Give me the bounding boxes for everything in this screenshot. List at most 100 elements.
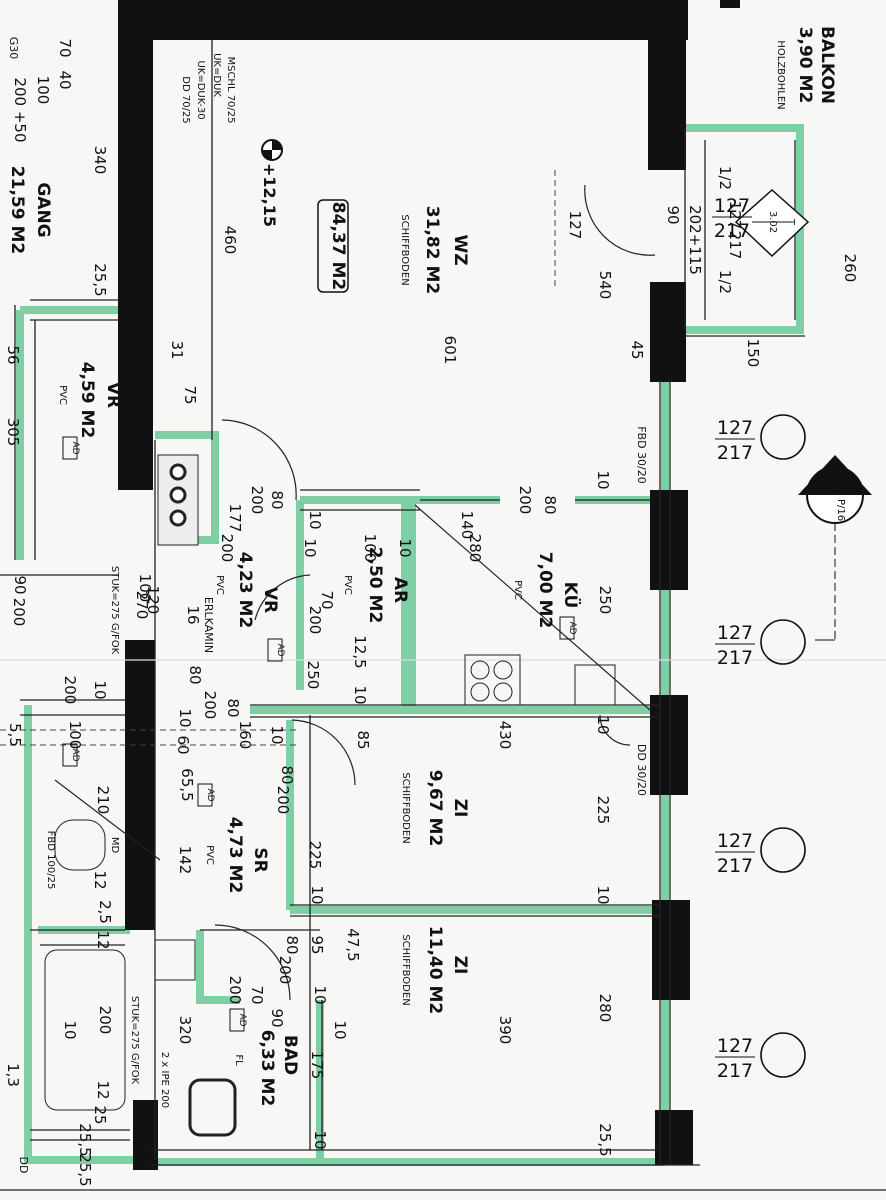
dimension-d47_5: 47,5 — [344, 928, 362, 961]
dimension-d540: 540 — [596, 271, 614, 300]
bath-fixtures — [44, 819, 237, 1137]
chimney — [157, 454, 199, 546]
dimension-d100a: 100 — [361, 534, 379, 563]
total-area-box — [317, 199, 349, 293]
dimension-d340: 340 — [91, 146, 109, 175]
ad-badge-frame — [62, 436, 78, 460]
ad-badge-5: AD — [567, 621, 577, 634]
dimension-d80f: 80 — [283, 935, 301, 954]
room-area-balkon: 3,90 M2 — [795, 27, 815, 104]
window-size-h: 217 — [714, 220, 750, 242]
window-size-h: 217 — [717, 855, 753, 877]
dimension-d140: 140 — [458, 511, 476, 540]
dimension-d80e: 80 — [278, 765, 296, 784]
ad-badge-1: AD — [70, 748, 80, 761]
dimension-d390: 390 — [496, 1016, 514, 1045]
dimension-d10e: 10 — [351, 685, 369, 704]
stove — [464, 654, 616, 706]
dimension-d10f: 10 — [268, 725, 286, 744]
dimension-d200b: 200 — [218, 534, 236, 563]
dimension-d12_5: 12,5 — [351, 635, 369, 668]
section-marker — [798, 455, 872, 641]
dimension-d70b: 70 — [248, 985, 266, 1004]
note-dd: DD 70/25 — [180, 76, 191, 123]
dimension-d90: 90 — [664, 205, 682, 224]
dimension-d90b: 90 — [268, 1008, 286, 1027]
room-name-wz: WZ — [450, 234, 470, 265]
window-size-w: 127 — [717, 1035, 753, 1057]
ad-badge-frame — [62, 743, 78, 767]
room-area-ar: 2,50 M2 — [365, 547, 385, 624]
dimension-d25c: 25 — [91, 1105, 109, 1124]
window-markers — [760, 414, 806, 1078]
dimension-d200h: 200 — [226, 976, 244, 1005]
dimension-d12b: 1/2 — [716, 270, 734, 294]
room-floor-balkon: HOLZBOHLEN — [775, 40, 786, 109]
room-floor-zi1: SCHIFFBODEN — [400, 772, 411, 843]
dimension-d10a: 10 — [396, 538, 414, 557]
dimension-d10g: 10 — [594, 715, 612, 734]
room-floor-vr2: PVC — [57, 385, 68, 405]
dimension-d200k: 200 — [96, 1006, 114, 1035]
dimension-d25_5c: 25,5 — [91, 263, 109, 296]
dimension-d12_5b: 2,5 — [96, 900, 114, 924]
window-size-w: 127 — [717, 830, 753, 852]
dimension-d200j: 200 — [61, 676, 79, 705]
note-fbd30: FBD 30/20 — [635, 426, 648, 484]
dimension-d210: 210 — [94, 786, 112, 815]
dimension-d12a: 1/2 — [716, 166, 734, 190]
dimension-d10n: 10 — [61, 1020, 79, 1039]
dimension-d10o: 10 — [176, 708, 194, 727]
dimension-d100c: 100 — [201, 6, 219, 35]
ad-badge-3: AD — [237, 1013, 247, 1026]
room-floor-zi2: SCHIFFBODEN — [400, 934, 411, 1005]
dimension-d12a2: 12 — [91, 870, 109, 889]
note-md: MD — [109, 837, 120, 854]
dimension-d70c: 70 — [56, 38, 74, 57]
window-size-w: 127 — [717, 417, 753, 439]
dimension-d200_50: 200 +50 — [11, 77, 29, 142]
room-name-gang: GANG — [33, 182, 53, 237]
section-letter: C — [831, 483, 847, 493]
section-sheet: P/16 — [835, 499, 846, 521]
load-bearing-walls — [118, 0, 740, 1170]
window-tag — [734, 188, 810, 258]
ad-badge-frame — [267, 638, 283, 662]
room-area-sr: 4,73 M2 — [225, 817, 245, 894]
dimension-d80a: 80 — [268, 490, 286, 509]
dimension-d127: 127 — [566, 211, 584, 240]
window-tag-number: 3.02 — [767, 211, 778, 233]
dimension-d270: 270 — [133, 591, 151, 620]
dimension-d80c: 80 — [186, 665, 204, 684]
window-size-w: 127 — [717, 622, 753, 644]
dimension-d12b2: 12 — [94, 930, 112, 949]
room-floor-sr: PVC — [204, 845, 215, 865]
dimension-d250b: 250 — [304, 661, 322, 690]
room-area-vr1: 4,23 M2 — [235, 552, 255, 629]
dimension-d280a: 280 — [466, 534, 484, 563]
door-swings — [54, 184, 656, 1001]
note-ukduk30: UK=DUK-30 — [195, 60, 206, 119]
room-area-wz: 31,82 M2 — [422, 206, 442, 294]
dimension-d40: 40 — [56, 70, 74, 89]
room-name-zi1: ZI — [450, 799, 470, 818]
window-size-h: 217 — [717, 1060, 753, 1082]
room-name-ku: KÜ — [560, 582, 582, 609]
dimension-d10m: 10 — [91, 680, 109, 699]
note-mschl: MSCHL 70/25 — [225, 56, 236, 123]
dimension-d25_5b: 25,5 — [76, 1123, 94, 1156]
room-name-vr1: VR — [260, 587, 280, 613]
dimension-d31: 31 — [168, 340, 186, 359]
room-area-zi2: 11,40 M2 — [425, 926, 445, 1014]
dimension-d202: 202+115 — [686, 205, 704, 275]
thin-walls — [0, 40, 886, 1191]
ad-badge-frame — [229, 1008, 245, 1032]
dimension-d85: 85 — [354, 730, 372, 749]
dimension-d177: 177 — [226, 504, 244, 533]
elevation-symbol — [261, 139, 283, 161]
dimension-d160: 160 — [236, 721, 254, 750]
dimension-d150: 150 — [744, 339, 762, 368]
dimension-d127b: 127 — [726, 201, 744, 230]
dimension-d430: 430 — [496, 721, 514, 750]
